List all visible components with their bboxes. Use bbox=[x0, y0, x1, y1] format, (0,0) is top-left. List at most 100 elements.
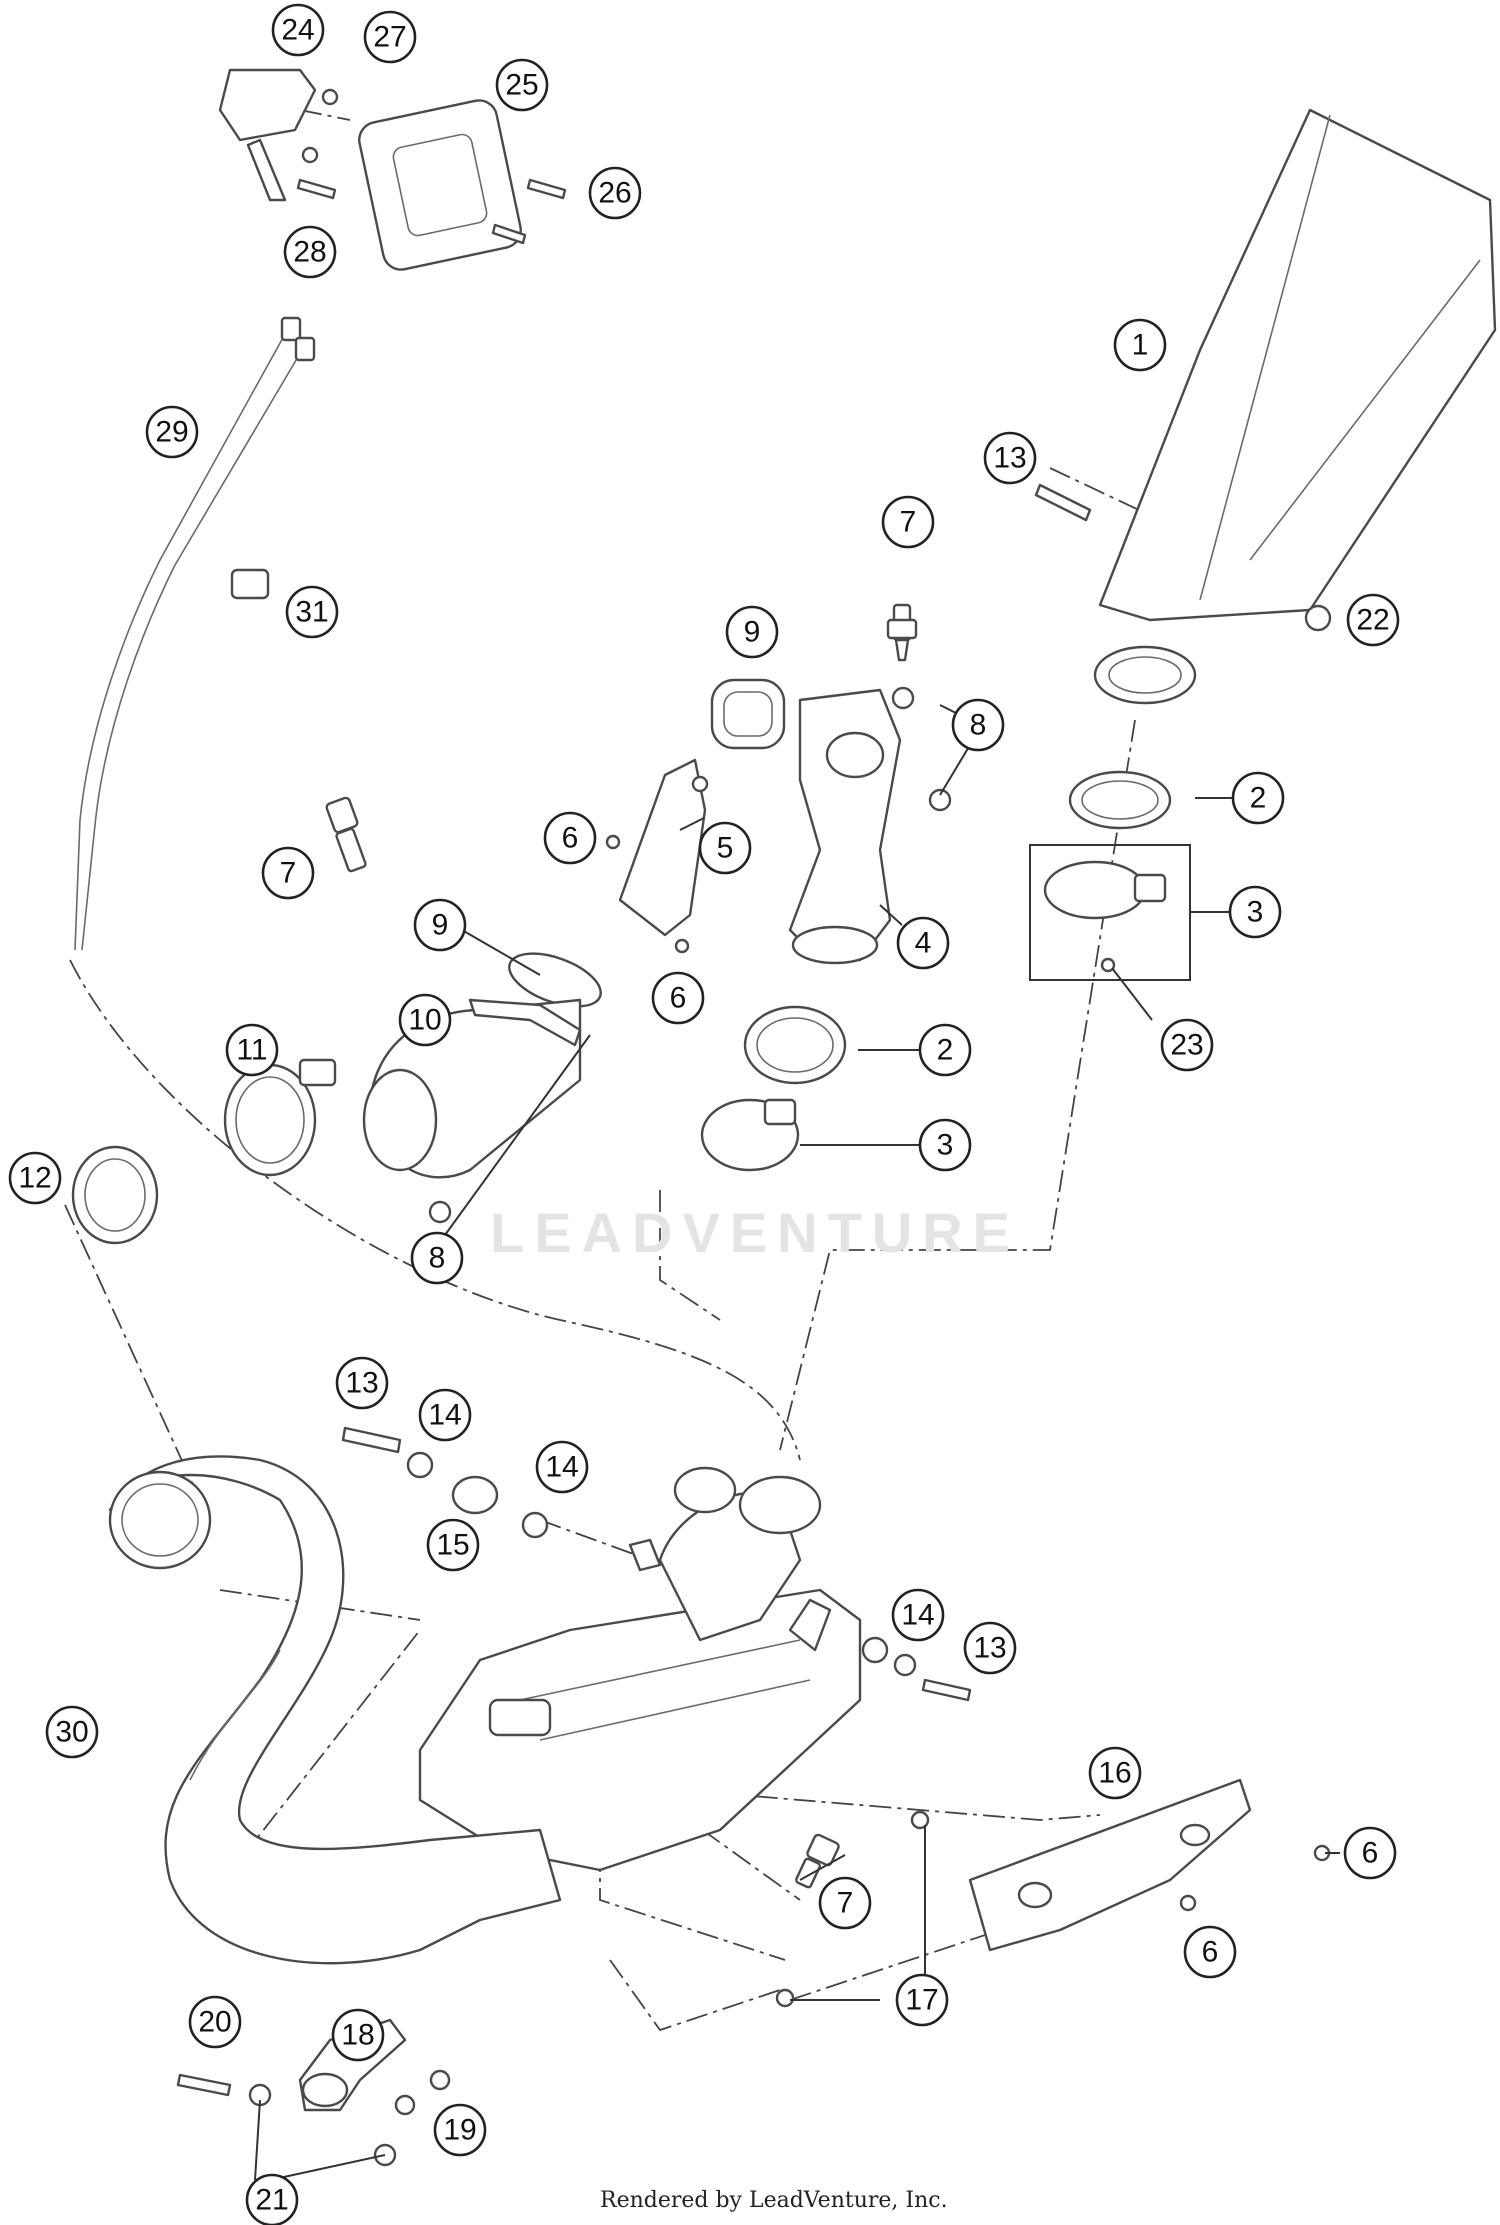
callout-6-right: 6 bbox=[1343, 1826, 1397, 1880]
header-pipe-10 bbox=[362, 998, 582, 1179]
catalytic-converter-4 bbox=[788, 688, 902, 965]
gasket-2a bbox=[1068, 770, 1172, 830]
callout-27: 27 bbox=[363, 10, 417, 64]
callout-13-top: 13 bbox=[983, 431, 1037, 485]
svg-text:3: 3 bbox=[1247, 896, 1264, 929]
svg-text:9: 9 bbox=[432, 909, 449, 942]
assembly-lines bbox=[64, 109, 1161, 2032]
callout-18: 18 bbox=[331, 2008, 385, 2062]
callout-26: 26 bbox=[588, 166, 642, 220]
svg-text:27: 27 bbox=[373, 21, 406, 54]
callout-7-top: 7 bbox=[881, 495, 935, 549]
svg-text:18: 18 bbox=[341, 2019, 374, 2052]
gasket-12 bbox=[71, 1145, 159, 1245]
callout-8-top: 8 bbox=[951, 698, 1005, 752]
oxygen-sensor-7-left bbox=[325, 796, 367, 873]
small-hardware bbox=[176, 88, 1332, 2167]
svg-text:1: 1 bbox=[1132, 329, 1149, 362]
svg-text:14: 14 bbox=[428, 1399, 461, 1432]
clip-31 bbox=[230, 568, 270, 600]
svg-text:12: 12 bbox=[18, 1162, 51, 1195]
svg-text:8: 8 bbox=[429, 1242, 446, 1275]
oxygen-sensor-7-top bbox=[886, 603, 918, 662]
svg-text:5: 5 bbox=[717, 832, 734, 865]
svg-text:28: 28 bbox=[293, 236, 326, 269]
callout-8-left: 8 bbox=[410, 1231, 464, 1285]
render-credit: Rendered by LeadVenture, Inc. bbox=[600, 2188, 948, 2213]
callout-11: 11 bbox=[225, 1023, 279, 1077]
heat-shield-16 bbox=[968, 1778, 1252, 1952]
callout-12: 12 bbox=[8, 1151, 62, 1205]
svg-text:10: 10 bbox=[408, 1004, 441, 1037]
callout-23: 23 bbox=[1160, 1018, 1214, 1072]
clamp-3a bbox=[1043, 860, 1167, 973]
callout-7-bottom: 7 bbox=[818, 1876, 872, 1930]
svg-text:6: 6 bbox=[1362, 1837, 1379, 1870]
gasket-9-mid bbox=[508, 952, 602, 1008]
bracket-24 bbox=[218, 68, 317, 202]
callout-6-upper: 6 bbox=[543, 811, 597, 865]
svg-text:22: 22 bbox=[1356, 604, 1389, 637]
callout-29: 29 bbox=[145, 405, 199, 459]
callout-1: 1 bbox=[1113, 318, 1167, 372]
svg-text:23: 23 bbox=[1170, 1029, 1203, 1062]
svg-text:16: 16 bbox=[1098, 1757, 1131, 1790]
svg-text:15: 15 bbox=[436, 1529, 469, 1562]
svg-text:6: 6 bbox=[1202, 1936, 1219, 1969]
svg-text:26: 26 bbox=[598, 177, 631, 210]
svg-text:20: 20 bbox=[198, 2006, 231, 2039]
svg-text:24: 24 bbox=[281, 14, 314, 47]
svg-text:14: 14 bbox=[901, 1599, 934, 1632]
callout-9-middle: 9 bbox=[413, 898, 467, 952]
svg-text:2: 2 bbox=[1250, 782, 1267, 815]
callout-2-right: 2 bbox=[1231, 771, 1285, 825]
svg-text:25: 25 bbox=[505, 69, 538, 102]
svg-text:9: 9 bbox=[744, 616, 761, 649]
callout-15: 15 bbox=[426, 1518, 480, 1572]
svg-text:31: 31 bbox=[295, 596, 328, 629]
callout-25: 25 bbox=[495, 58, 549, 112]
callout-2-center: 2 bbox=[918, 1023, 972, 1077]
svg-text:17: 17 bbox=[905, 1984, 938, 2017]
cable-29 bbox=[74, 316, 316, 951]
main-silencer-box bbox=[418, 1466, 862, 1872]
muffler-silencer bbox=[1093, 108, 1497, 705]
callout-17: 17 bbox=[895, 1973, 949, 2027]
svg-text:19: 19 bbox=[443, 2114, 476, 2147]
callout-28: 28 bbox=[283, 225, 337, 279]
svg-text:11: 11 bbox=[236, 1034, 267, 1067]
servo-actuator-25 bbox=[358, 99, 522, 271]
svg-text:13: 13 bbox=[993, 442, 1026, 475]
svg-text:29: 29 bbox=[155, 416, 188, 449]
oxygen-sensor-7-bottom bbox=[795, 1833, 840, 1889]
callout-16: 16 bbox=[1088, 1746, 1142, 1800]
svg-text:6: 6 bbox=[670, 982, 687, 1015]
clamp-11 bbox=[223, 1058, 337, 1177]
callout-9-top: 9 bbox=[725, 605, 779, 659]
callout-14-middle: 14 bbox=[535, 1440, 589, 1494]
callout-10: 10 bbox=[398, 993, 452, 1047]
callout-14-right: 14 bbox=[891, 1588, 945, 1642]
callout-3-center: 3 bbox=[918, 1118, 972, 1172]
leader-lines bbox=[254, 704, 1340, 2181]
callout-20: 20 bbox=[188, 1995, 242, 2049]
gasket-2b bbox=[743, 1005, 847, 1085]
callout-5: 5 bbox=[698, 821, 752, 875]
clamp-3b bbox=[700, 1098, 800, 1172]
callout-7-left: 7 bbox=[261, 846, 315, 900]
svg-text:6: 6 bbox=[562, 822, 579, 855]
callout-13-middle: 13 bbox=[335, 1356, 389, 1410]
svg-text:13: 13 bbox=[345, 1367, 378, 1400]
callout-30: 30 bbox=[45, 1705, 99, 1759]
callout-21: 21 bbox=[245, 2173, 299, 2225]
heat-shield-5 bbox=[618, 758, 709, 954]
svg-text:13: 13 bbox=[973, 1632, 1006, 1665]
svg-text:2: 2 bbox=[937, 1034, 954, 1067]
svg-text:7: 7 bbox=[900, 506, 917, 539]
svg-text:7: 7 bbox=[280, 857, 297, 890]
callout-6-lower: 6 bbox=[1183, 1925, 1237, 1979]
svg-text:21: 21 bbox=[255, 2184, 288, 2217]
callout-31: 31 bbox=[285, 585, 339, 639]
gasket-9-top bbox=[710, 678, 786, 750]
